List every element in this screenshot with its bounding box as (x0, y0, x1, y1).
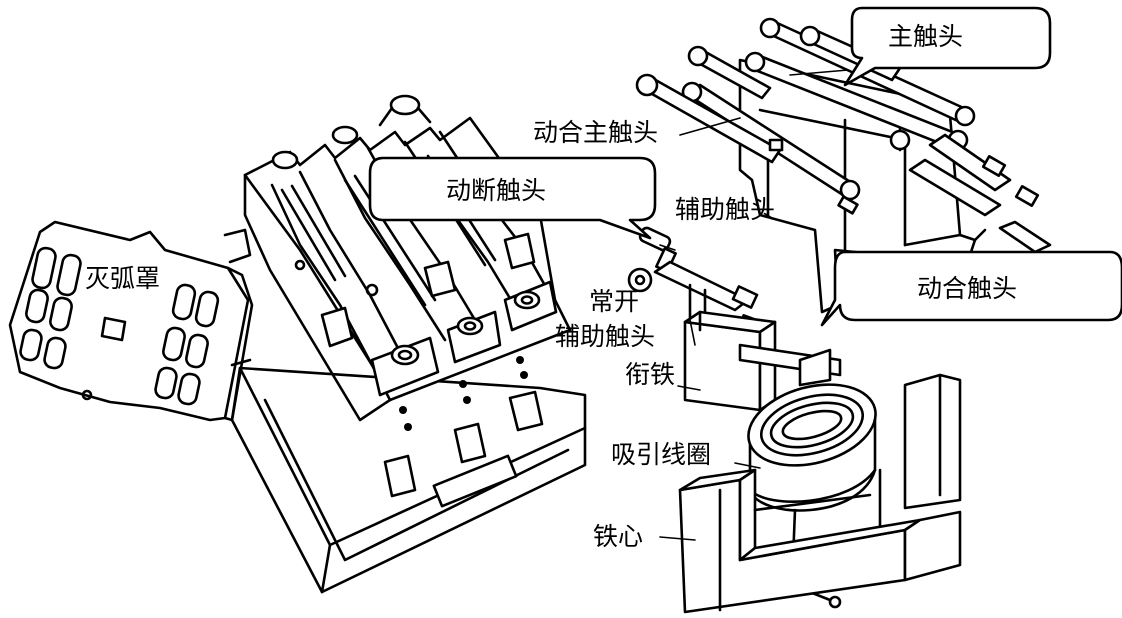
label-coil: 吸引线圈 (611, 440, 711, 469)
label-iron-core: 铁心 (593, 522, 643, 551)
label-main-contact: 主触头 (888, 22, 963, 51)
label-moving-close-contact: 动合触头 (917, 274, 1017, 303)
label-arc-chute: 灭弧罩 (85, 264, 160, 293)
callout-main-contact (843, 6, 1052, 87)
label-armature: 衔铁 (625, 360, 675, 389)
callout-moving-break (368, 156, 657, 240)
label-moving-break-contact: 动断触头 (446, 176, 546, 205)
label-normally-open-line1: 常开 (589, 287, 639, 316)
label-normally-open-line2: 辅助触头 (555, 322, 655, 351)
iron-core (678, 373, 962, 614)
leader-lines (659, 69, 849, 541)
label-moving-close-main-contact: 动合主触头 (533, 118, 658, 147)
callout-moving-close (820, 250, 1122, 327)
armature (683, 310, 842, 412)
arc-chute (8, 220, 254, 422)
label-auxiliary-contact: 辅助触头 (675, 195, 775, 224)
